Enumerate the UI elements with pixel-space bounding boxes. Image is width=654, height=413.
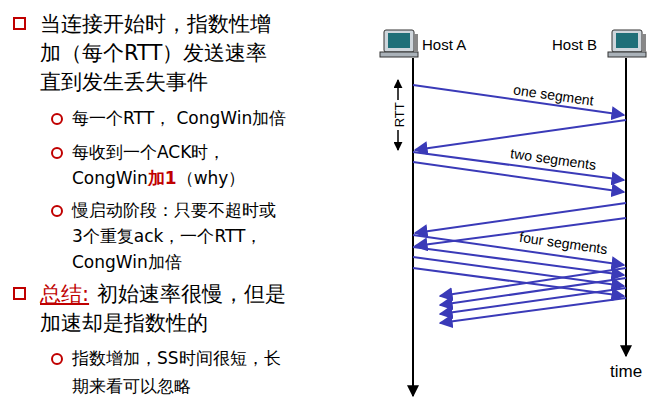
- text-label: 总结:: [40, 282, 89, 307]
- text-label: 加速却是指数性的: [40, 311, 208, 336]
- text-label: time: [610, 362, 642, 382]
- text-label: 初始速率很慢，但是: [97, 282, 286, 307]
- text-label: 加（每个RTT）发送速率: [40, 41, 267, 66]
- text-label: 加1: [148, 168, 177, 188]
- text-label: 指数增加，SS时间很短，长: [72, 348, 281, 368]
- text-label: two segments: [509, 145, 597, 174]
- text-label: CongWin: [72, 168, 148, 188]
- text-label: RTT: [392, 102, 408, 127]
- text-label: Host B: [552, 36, 597, 54]
- segment-arrows: [413, 85, 626, 323]
- text-label: 当连接开始时，指数性增: [40, 12, 271, 37]
- text-label: 慢启动阶段：只要不超时或: [72, 200, 276, 220]
- computer-icon: [380, 30, 418, 57]
- text-label: Host A: [422, 36, 466, 54]
- text-label: 每一个RTT， CongWin加倍: [72, 108, 286, 128]
- text-label: 每收到一个ACK时，: [72, 142, 225, 162]
- text-label: CongWin加倍: [72, 252, 182, 272]
- text-label: 期来看可以忽略: [72, 376, 191, 396]
- text-label: 直到发生丢失事件: [40, 70, 208, 95]
- computer-icon: [608, 30, 646, 57]
- text-label: four segments: [518, 229, 608, 258]
- text-label: （why）: [177, 168, 246, 188]
- text-label: 3个重复ack，一个RTT，: [72, 226, 262, 246]
